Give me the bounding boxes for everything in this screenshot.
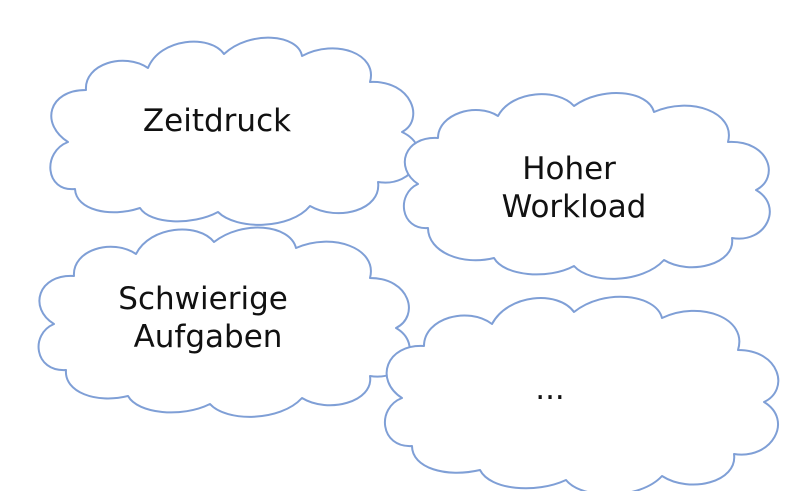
cloud-label: ... [535, 371, 565, 407]
cloud-hoher-workload: Hoher Workload [402, 92, 771, 280]
cloud-label-line: Hoher [522, 151, 616, 187]
cloud-label-line: Workload [502, 189, 647, 225]
cloud-shape [383, 295, 780, 491]
cloud-label: Zeitdruck [143, 103, 291, 139]
cloud-ellipsis: ... [383, 295, 780, 491]
cloud-label-line: ... [535, 371, 565, 407]
cloud-zeitdruck: Zeitdruck [49, 36, 420, 226]
cloud-label: Hoher Workload [502, 151, 647, 225]
cloud-schwierige-aufgaben: Schwierige Aufgaben [37, 226, 411, 418]
cloud-shape [402, 92, 771, 280]
cloud-label-line: Zeitdruck [143, 103, 291, 139]
cloud-label-line: Aufgaben [134, 319, 283, 355]
cloud-label-line: Schwierige [118, 281, 288, 317]
cloud-shape [37, 226, 411, 418]
cloud-label: Schwierige Aufgaben [118, 281, 297, 355]
cloud-shape [49, 36, 420, 226]
